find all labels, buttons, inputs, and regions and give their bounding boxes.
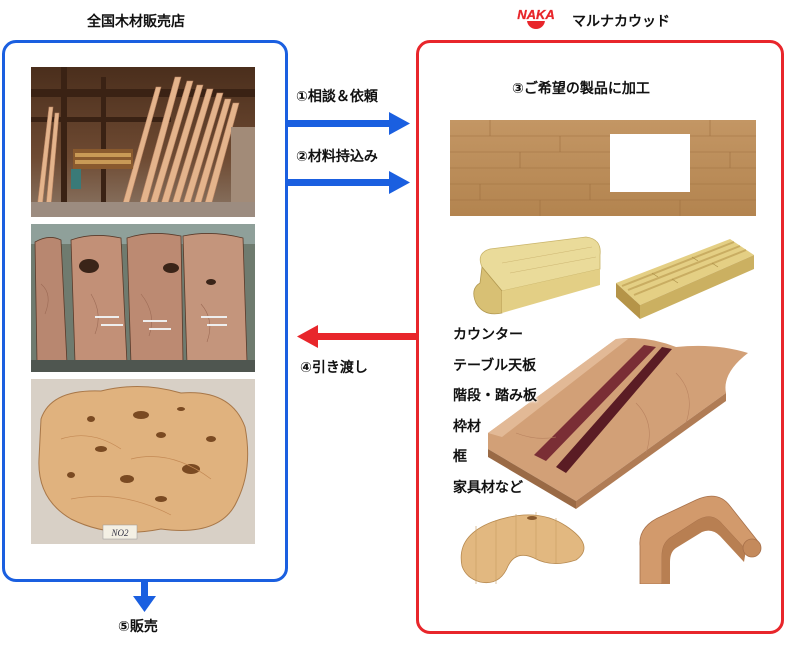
lumber-warehouse-photo (31, 67, 255, 217)
burl-tag-label: NO2 (110, 528, 129, 538)
marunaka-box (416, 40, 784, 634)
counter-top-photo (450, 120, 756, 216)
step-sell-label: ⑤販売 (118, 619, 158, 635)
product-item: 階段・踏み板 (453, 388, 537, 404)
burl-slab-photo: NO2 (31, 379, 255, 544)
product-item: 框 (453, 449, 467, 465)
product-list: カウンター テーブル天板 階段・踏み板 枠材 框 家具材など (453, 320, 537, 503)
handrail-photo (462, 233, 604, 319)
laminated-board-photo (612, 235, 754, 325)
product-item: 家具材など (453, 479, 523, 496)
left-title: 全国木材販売店 (87, 14, 185, 30)
product-item: 枠材 (453, 418, 481, 435)
naka-logo: NAKA (510, 4, 562, 30)
logo-text: NAKA (517, 7, 555, 22)
product-item: テーブル天板 (453, 357, 537, 374)
product-item: カウンター (453, 327, 523, 343)
arrow-materials (287, 171, 410, 194)
arrow-sell (133, 580, 156, 612)
step-consult-label: ①相談＆依頼 (296, 89, 378, 105)
step-delivery-label: ④引き渡し (300, 360, 368, 376)
arrow-consult (287, 112, 410, 135)
curved-tabletop-photo (456, 506, 592, 586)
live-edge-table-photo (486, 333, 758, 509)
frame-corner-photo (626, 486, 770, 584)
right-title: マルナカウッド (572, 14, 670, 30)
slab-boards-photo (31, 224, 255, 372)
arrow-delivery (297, 325, 417, 348)
process-label: ③ご希望の製品に加工 (512, 81, 650, 97)
step-materials-label: ②材料持込み (296, 149, 378, 165)
